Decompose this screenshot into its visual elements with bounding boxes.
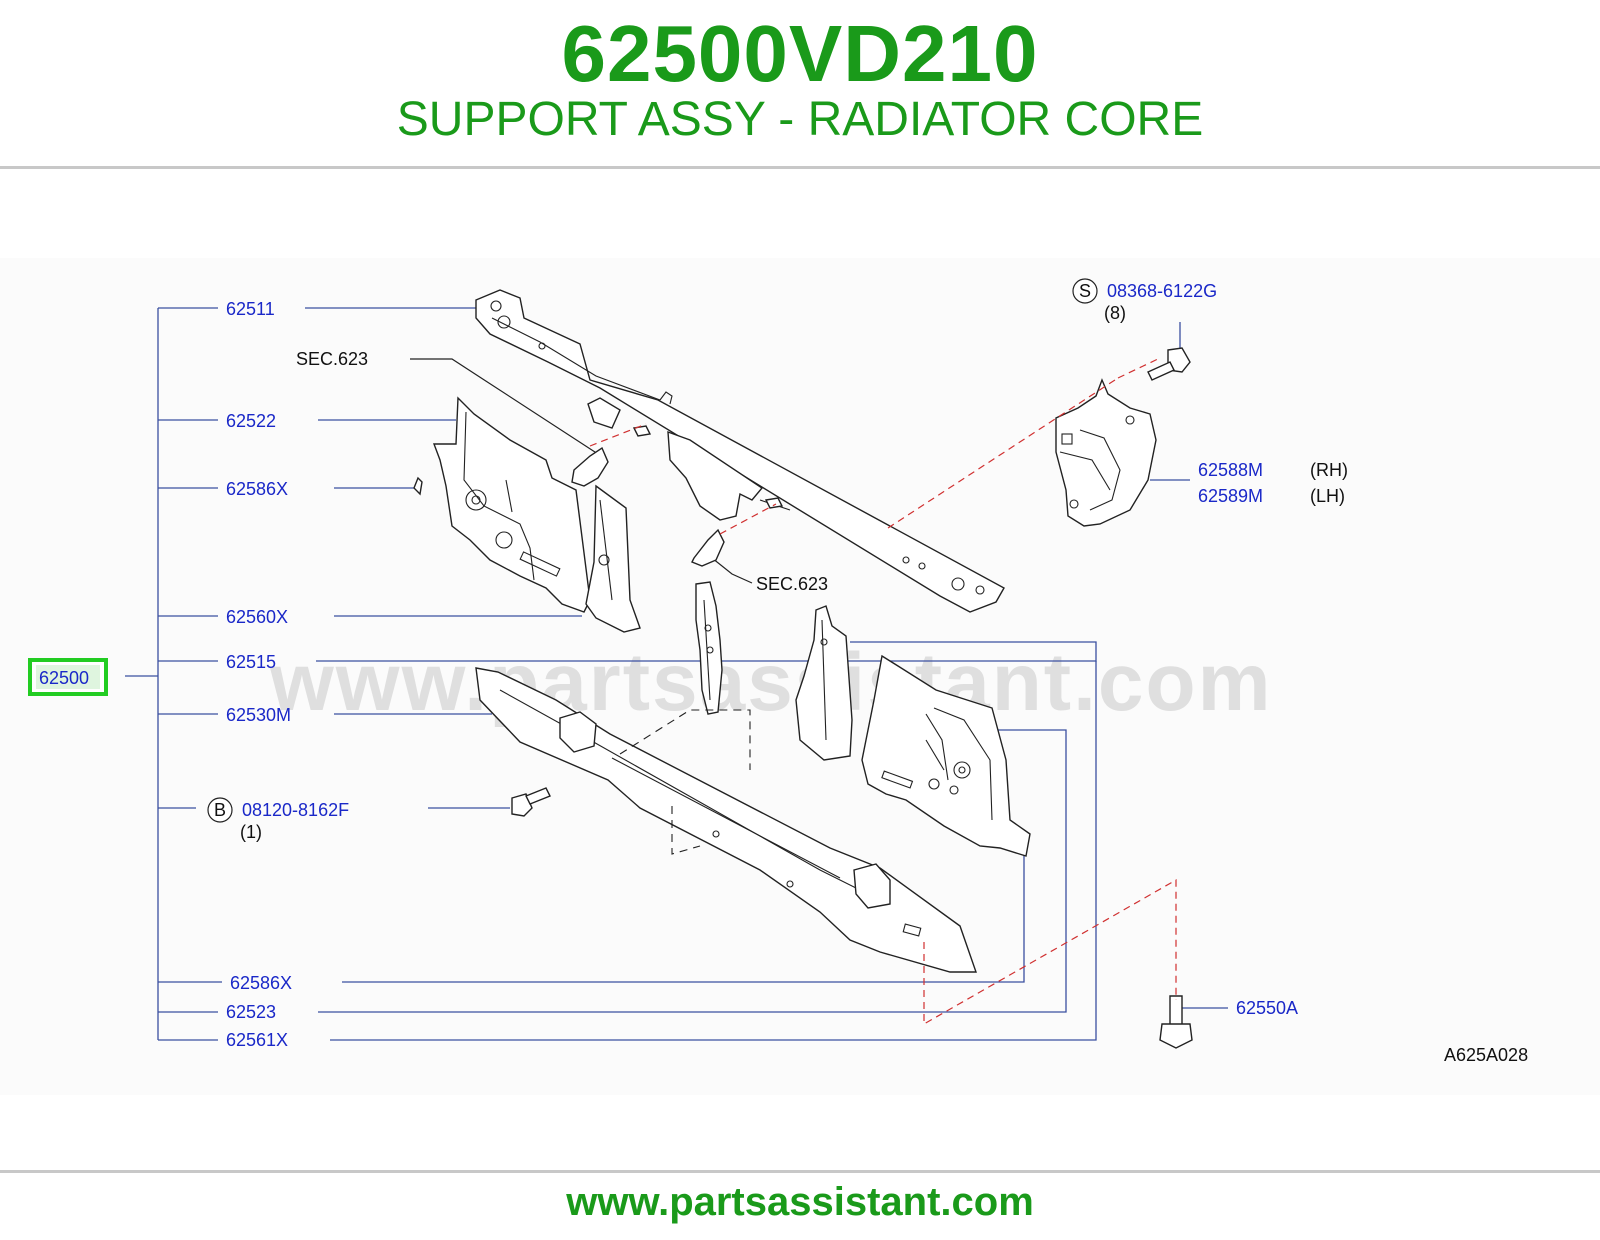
sec623-label-b: SEC.623: [756, 574, 828, 594]
s-marker-circle: [1072, 278, 1098, 304]
upper-support-part: [475, 289, 1005, 613]
sec623-brackets: [571, 425, 784, 567]
b-marker: B: [214, 800, 226, 820]
part-labels: 62500 62511 SEC.623 62522 62586X 62560X …: [28, 278, 1528, 1065]
header-divider: [0, 166, 1600, 169]
main-part-highlight-fill: [36, 665, 100, 689]
part-label-62561x[interactable]: 62561X: [226, 1030, 288, 1050]
watermark: www.partsassistant.com: [269, 637, 1273, 728]
rh-label: (RH): [1310, 460, 1348, 480]
parts-diagram: www.partsassistant.com: [0, 258, 1600, 1095]
assembly-lines: [589, 357, 1177, 1026]
footer-url: www.partsassistant.com: [566, 1180, 1034, 1224]
part-label-08120-8162f[interactable]: 08120-8162F: [242, 800, 349, 820]
center-stiffener-part: [695, 581, 723, 715]
part-label-62523[interactable]: 62523: [226, 1002, 276, 1022]
part-label-62530m[interactable]: 62530M: [226, 705, 291, 725]
part-label-62586x-b[interactable]: 62586X: [230, 973, 292, 993]
left-side-panel-part: [413, 396, 641, 633]
part-label-62589m[interactable]: 62589M: [1198, 486, 1263, 506]
diagram-code: A625A028: [1444, 1045, 1528, 1065]
main-part-label[interactable]: 62500: [39, 668, 89, 688]
footer-divider: [0, 1170, 1600, 1173]
part-label-62515[interactable]: 62515: [226, 652, 276, 672]
sec623-leader-a: [410, 358, 599, 455]
lower-support-part: [475, 667, 977, 973]
right-side-panel-part: [861, 654, 1031, 857]
bolt-08368-part: [1147, 347, 1191, 381]
sec623-label-a: SEC.623: [296, 349, 368, 369]
part-number-title: 62500VD210: [561, 9, 1039, 98]
qty-label-8: (8): [1104, 303, 1126, 323]
part-label-62522[interactable]: 62522: [226, 411, 276, 431]
part-label-62511[interactable]: 62511: [226, 299, 275, 319]
part-label-08368-6122g[interactable]: 08368-6122G: [1107, 281, 1217, 301]
part-label-62550a[interactable]: 62550A: [1236, 998, 1298, 1018]
qty-label-1: (1): [240, 822, 262, 842]
bolt-62550a-part: [1159, 995, 1193, 1049]
lh-label: (LH): [1310, 486, 1345, 506]
bolt-08120-part: [511, 787, 551, 817]
right-stiffener-part: [795, 605, 853, 761]
left-leader-tree: [125, 307, 1228, 1041]
part-label-62588m[interactable]: 62588M: [1198, 460, 1263, 480]
s-marker: S: [1079, 281, 1091, 301]
part-label-62586x-a[interactable]: 62586X: [226, 479, 288, 499]
rh-lh-bracket-part: [1055, 378, 1157, 527]
sec623-leader-b: [711, 557, 753, 584]
b-marker-circle: [207, 797, 233, 823]
diagram-background: [0, 258, 1600, 1095]
part-label-62560x[interactable]: 62560X: [226, 607, 288, 627]
part-description: SUPPORT ASSY - RADIATOR CORE: [396, 93, 1204, 146]
